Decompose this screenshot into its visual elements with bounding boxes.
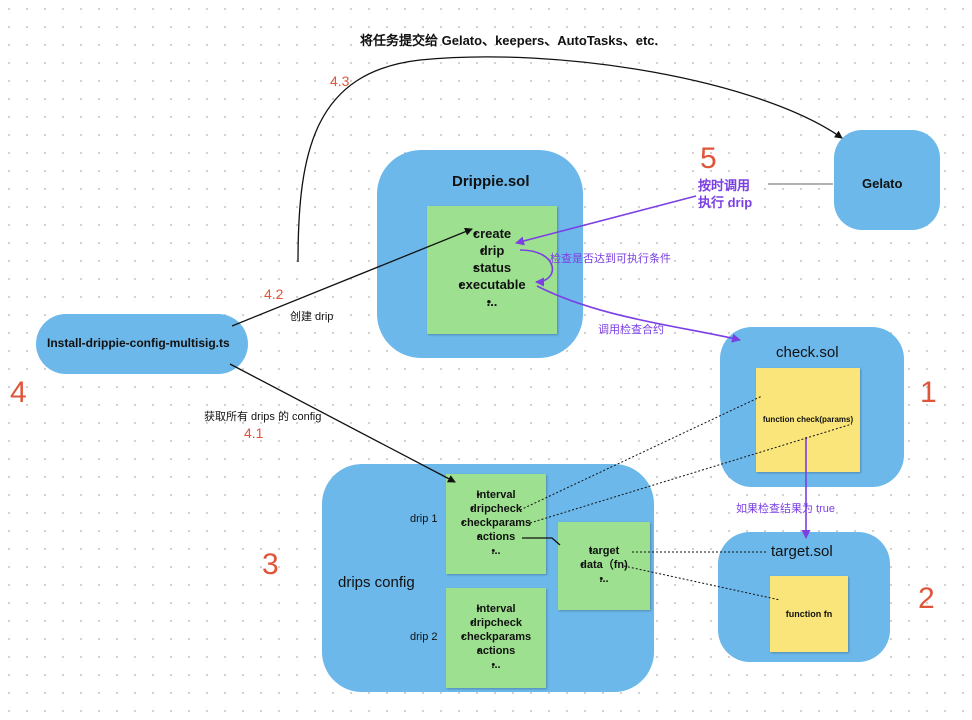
number-1: 1 bbox=[920, 376, 937, 409]
step5-number: 5 bbox=[700, 142, 717, 175]
dotted-data-to-function bbox=[623, 565, 781, 601]
target-sol-title: target.sol bbox=[771, 543, 833, 560]
drip2-item-dripcheck: dripcheck bbox=[446, 616, 546, 630]
top-caption: 将任务提交给 Gelato、keepers、AutoTasks、etc. bbox=[360, 33, 659, 48]
drip1-item-more: ... bbox=[446, 544, 546, 558]
drippie-item-drip: drip bbox=[427, 242, 557, 259]
drip1-label: drip 1 bbox=[410, 513, 438, 525]
gelato-title: Gelato bbox=[862, 176, 903, 191]
call-check-label: 调用检查合约 bbox=[598, 324, 664, 336]
dotted-checkparams-to-check bbox=[529, 423, 853, 524]
drippie-title: Drippie.sol bbox=[452, 173, 530, 190]
actions-note: target data（fn) ... bbox=[558, 522, 650, 610]
drip1-item-checkparams: checkparams bbox=[446, 516, 546, 530]
drippie-functions-note: create drip status executable ... bbox=[427, 206, 557, 334]
fetch-config-label: 获取所有 drips 的 config bbox=[204, 411, 322, 423]
drippie-item-more: ... bbox=[427, 293, 557, 310]
drip1-note: Interval dripcheck checkparams actions .… bbox=[446, 474, 546, 574]
check-condition-label: 检查是否达到可执行条件 bbox=[550, 253, 671, 265]
drip2-label: drip 2 bbox=[410, 631, 438, 643]
drip2-item-actions: actions bbox=[446, 644, 546, 658]
drip1-item-dripcheck: dripcheck bbox=[446, 502, 546, 516]
arrow-drip-check-loop bbox=[519, 249, 554, 287]
label-4-1: 4.1 bbox=[244, 425, 264, 441]
step5-line2: 执行 drip bbox=[698, 195, 753, 210]
actions-to-action-note-line bbox=[522, 537, 561, 546]
target-function-label: function fn bbox=[785, 609, 833, 619]
arrow-gelato-to-drip bbox=[515, 195, 697, 246]
action-item-target: target bbox=[558, 544, 650, 558]
drips-config-title: drips config bbox=[338, 574, 415, 591]
target-function-note: function fn bbox=[770, 576, 848, 652]
step5-line1: 按时调用 bbox=[698, 178, 751, 193]
drip2-note: Interval dripcheck checkparams actions .… bbox=[446, 588, 546, 688]
number-3: 3 bbox=[262, 548, 279, 581]
drippie-item-create: create bbox=[427, 225, 557, 242]
dotted-dripcheck-to-check bbox=[519, 395, 763, 511]
drip1-item-interval: Interval bbox=[446, 488, 546, 502]
install-script-container bbox=[36, 314, 248, 374]
drip1-item-actions: actions bbox=[446, 530, 546, 544]
if-true-label: 如果检查结果为 true bbox=[736, 503, 836, 515]
drip2-item-more: ... bbox=[446, 658, 546, 672]
check-function-note: function check(params) bbox=[756, 368, 860, 472]
number-2: 2 bbox=[918, 582, 935, 615]
action-item-more: ... bbox=[558, 572, 650, 586]
arrow-call-check bbox=[536, 285, 741, 343]
drippie-item-status: status bbox=[427, 259, 557, 276]
arrow-submit-to-gelato bbox=[297, 56, 843, 263]
gelato-container bbox=[834, 130, 940, 230]
label-4-3: 4.3 bbox=[330, 73, 350, 89]
arrow-fetch-config bbox=[229, 363, 456, 483]
number-4: 4 bbox=[10, 376, 27, 409]
drip2-item-checkparams: checkparams bbox=[446, 630, 546, 644]
arrow-create-drip bbox=[231, 227, 473, 327]
check-sol-title: check.sol bbox=[776, 344, 839, 361]
check-function-label: function check(params) bbox=[762, 415, 854, 424]
create-drip-label: 创建 drip bbox=[290, 311, 334, 323]
drip2-item-interval: Interval bbox=[446, 602, 546, 616]
install-script-title: Install-drippie-config-multisig.ts bbox=[47, 336, 230, 350]
label-4-2: 4.2 bbox=[264, 286, 284, 302]
action-item-data: data（fn) bbox=[558, 558, 650, 572]
drippie-item-executable: executable bbox=[427, 276, 557, 293]
